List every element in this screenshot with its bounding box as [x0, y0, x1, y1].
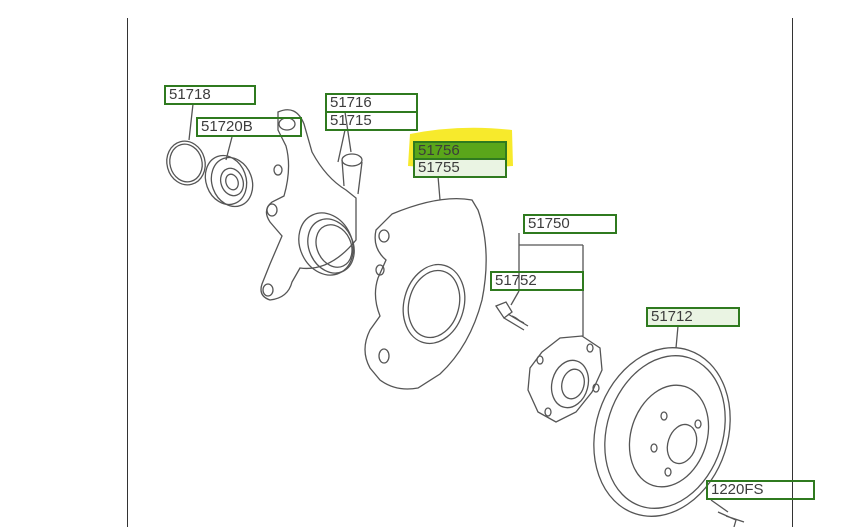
- label-51716[interactable]: 51716: [325, 93, 418, 113]
- hub-bolt-drawing: [495, 301, 529, 331]
- page-border-right: [792, 18, 793, 527]
- page-border-left: [127, 18, 128, 527]
- label-51720b[interactable]: 51720B: [196, 117, 302, 137]
- label-51755[interactable]: 51755: [413, 158, 507, 178]
- label-51750[interactable]: 51750: [523, 214, 617, 234]
- dust-cover-drawing: [364, 197, 487, 390]
- label-1220fs[interactable]: 1220FS: [706, 480, 815, 500]
- brake-disc-drawing: [593, 347, 731, 517]
- steering-knuckle-drawing: [260, 109, 363, 301]
- label-51752[interactable]: 51752: [490, 271, 584, 291]
- disc-screw-drawing: [717, 511, 745, 527]
- wheel-bearing-drawing: [204, 154, 254, 208]
- label-51715[interactable]: 51715: [325, 111, 418, 131]
- wheel-hub-drawing: [527, 335, 603, 423]
- label-51712[interactable]: 51712: [646, 307, 740, 327]
- snap-ring-drawing: [166, 140, 206, 186]
- label-51718[interactable]: 51718: [164, 85, 256, 105]
